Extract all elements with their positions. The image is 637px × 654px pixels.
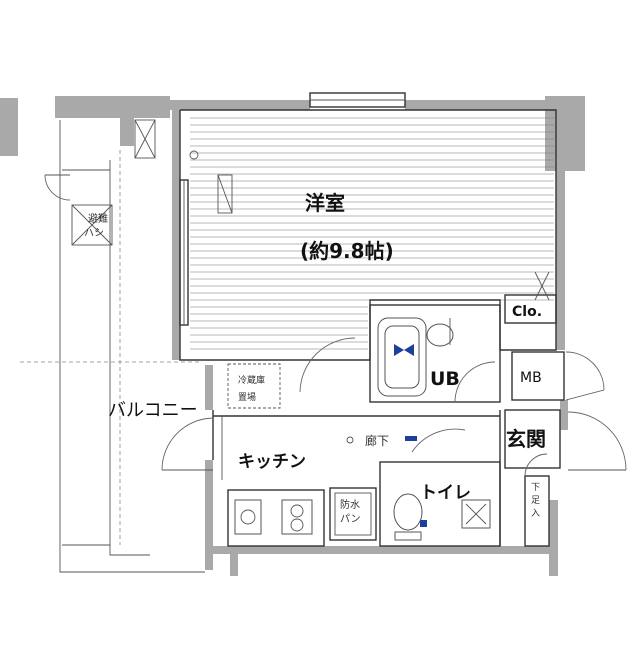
closet-label: Clo. (512, 304, 542, 320)
fridge-label-1: 冷蔵庫 (238, 374, 265, 386)
corridor-label: 廊下 (365, 433, 389, 448)
toilet-bowl (393, 493, 423, 531)
balcony-label: バルコニー (108, 400, 198, 421)
washer-pan-label-1: 防水 (340, 498, 360, 511)
balcony-area (20, 119, 205, 573)
entrance-label: 玄関 (506, 427, 546, 451)
right-wall (556, 110, 565, 350)
evacuation-label-1: 避難 (88, 212, 108, 225)
lower-left-wall-a (205, 365, 213, 410)
lower-left-wall-b (205, 460, 213, 570)
top-wall-mid2 (405, 100, 555, 110)
toilet-label: トイレ (420, 483, 471, 503)
corridor-light-icon (405, 436, 417, 441)
evacuation-label-2: ハシ (84, 228, 104, 239)
room-left-wall (172, 110, 180, 360)
bottom-wall (213, 546, 558, 554)
shoe-storage-label-1: 下 (531, 483, 540, 493)
left-pillar (0, 98, 18, 156)
western-room-label: 洋室 (305, 191, 345, 215)
western-room-floor (190, 117, 554, 350)
bath-label: UB (430, 368, 460, 390)
western-room-size: (約9.8帖) (300, 239, 394, 263)
bathroom (369, 304, 501, 403)
entrance-right-wall (560, 400, 568, 430)
washer-pan-label-2: パン (340, 513, 361, 525)
exterior-walls (0, 96, 585, 576)
top-wall-left (55, 96, 170, 118)
shoe-storage-label-2: 足 (531, 495, 540, 506)
room-details (189, 150, 356, 393)
closet (504, 271, 557, 324)
sink (234, 499, 262, 535)
left-post (120, 112, 134, 146)
top-window (309, 92, 406, 108)
entrance (504, 409, 627, 547)
left-window (179, 179, 189, 326)
kitchen-label: キッチン (238, 452, 306, 472)
western-room-outline (179, 109, 557, 361)
bath-faucet-icon (394, 344, 414, 356)
meter-box (511, 351, 605, 401)
corridor-sensor-icon (346, 436, 354, 444)
bottom-left-post (230, 546, 238, 576)
meter-box-label: MB (520, 370, 542, 386)
evacuation-hatch (71, 204, 113, 246)
bath-sink (426, 323, 454, 347)
top-wall-mid (170, 100, 310, 110)
shoe-storage-label-3: 入 (531, 508, 540, 519)
kitchen-counter (227, 489, 325, 547)
fridge-label-2: 置場 (238, 391, 256, 403)
fridge-space (227, 363, 281, 409)
bottom-right-post (549, 500, 558, 576)
toilet-room (379, 461, 501, 547)
washer-pan (329, 487, 377, 541)
